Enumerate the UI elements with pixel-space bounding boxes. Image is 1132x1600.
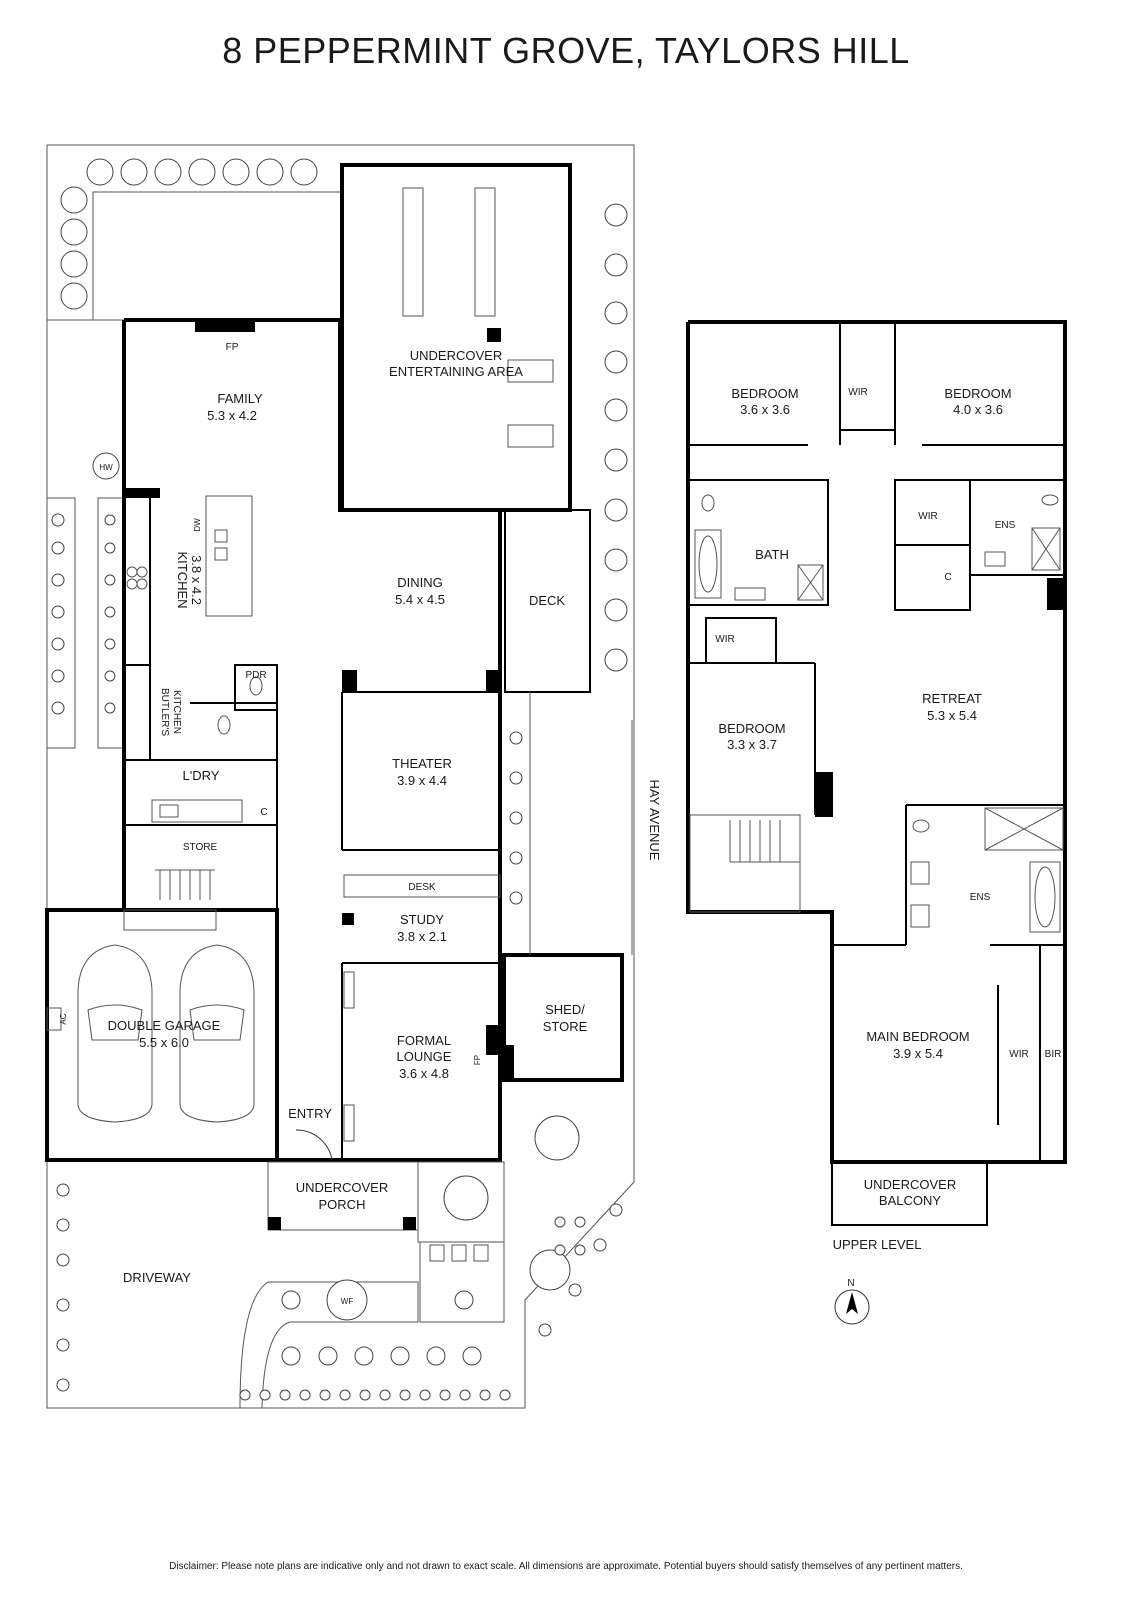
entry-label: ENTRY: [288, 1106, 332, 1121]
ens2-label: ENS: [970, 892, 991, 903]
car-outline-2: [179, 944, 255, 1123]
family-size: 5.3 x 4.2: [207, 408, 257, 423]
undercover-entertaining-area: [340, 163, 572, 512]
garage-name: DOUBLE GARAGE: [108, 1018, 221, 1033]
hot-water-unit: [92, 452, 120, 480]
page-title: 8 PEPPERMINT GROVE, TAYLORS HILL: [222, 30, 910, 71]
wir1-label: WIR: [848, 387, 867, 398]
study-name: STUDY: [400, 912, 444, 927]
ens1-label: ENS: [995, 520, 1016, 531]
bedroom2-name: BEDROOM: [944, 386, 1011, 401]
driveway-label: DRIVEWAY: [123, 1270, 191, 1285]
ac-label: AC: [59, 1013, 68, 1024]
hay-avenue-label: HAY AVENUE: [647, 780, 662, 861]
pdr-label: PDR: [245, 670, 266, 681]
disclaimer: Disclaimer: Please note plans are indica…: [169, 1561, 963, 1572]
dw-label: DW: [193, 518, 202, 532]
main-bedroom-name: MAIN BEDROOM: [866, 1029, 969, 1044]
front-garden-shrubs: [56, 1183, 623, 1401]
lounge-name-2: LOUNGE: [397, 1049, 452, 1064]
kitchen-name: KITCHEN: [175, 551, 190, 608]
deck: [504, 509, 591, 693]
left-bed-shrubs: [51, 513, 65, 715]
water-feature: [326, 1279, 368, 1321]
upper-stairs: [729, 820, 800, 863]
fireplace-label: FP: [226, 342, 239, 353]
entertaining-label-1: UNDERCOVER: [410, 348, 502, 363]
desk-label: DESK: [408, 882, 436, 893]
bath-label: BATH: [755, 547, 789, 562]
theater-name: THEATER: [392, 756, 452, 771]
undercover-balcony: [831, 1161, 988, 1226]
ground-level-plan: UNDERCOVER ENTERTAINING AREA FP FAMILY 5…: [45, 144, 662, 1409]
side-path-shrubs: [509, 731, 523, 905]
hedge-trees: [60, 158, 628, 672]
porch-label-1: UNDERCOVER: [296, 1180, 388, 1195]
bir-label: BIR: [1045, 1049, 1062, 1060]
balcony-label-2: BALCONY: [879, 1193, 941, 1208]
deck-label: DECK: [529, 593, 565, 608]
cupboard-label: C: [260, 807, 267, 818]
laundry-label: L'DRY: [183, 768, 220, 783]
lawn-area: [92, 191, 344, 321]
wir2-label: WIR: [918, 511, 937, 522]
c-label: C: [944, 572, 951, 583]
car-outline-1: [77, 944, 153, 1123]
bedroom3-name: BEDROOM: [718, 721, 785, 736]
wir4-label: WIR: [1009, 1049, 1028, 1060]
butlers-label-1: BUTLER'S: [159, 688, 170, 736]
undercover-porch: [267, 1161, 419, 1231]
kitchen-size: 3.8 x 4.2: [189, 555, 204, 605]
study-size: 3.8 x 2.1: [397, 929, 447, 944]
balcony-label-1: UNDERCOVER: [864, 1177, 956, 1192]
dining-size: 5.4 x 4.5: [395, 592, 445, 607]
shed-label-2: STORE: [543, 1019, 588, 1034]
kitchen-island: [205, 495, 253, 617]
hw-label: HW: [99, 463, 113, 472]
bedroom1-size: 3.6 x 3.6: [740, 402, 790, 417]
shed-label-1: SHED/: [545, 1002, 585, 1017]
entertaining-label-2: ENTERTAINING AREA: [389, 364, 523, 379]
bedroom3-size: 3.3 x 3.7: [727, 737, 777, 752]
shed-store: [502, 953, 624, 1082]
wir3-label: WIR: [715, 634, 734, 645]
site-boundary: [46, 144, 635, 1409]
ground-stairs: [155, 869, 215, 900]
retreat-name: RETREAT: [922, 691, 982, 706]
porch-label-2: PORCH: [319, 1197, 366, 1212]
bedroom1-name: BEDROOM: [731, 386, 798, 401]
main-bedroom-size: 3.9 x 5.4: [893, 1046, 943, 1061]
wf-label: WF: [341, 1297, 354, 1306]
family-name: FAMILY: [217, 391, 263, 406]
lounge-name: FORMAL: [397, 1033, 451, 1048]
lounge-size: 3.6 x 4.8: [399, 1066, 449, 1081]
compass-n: N: [847, 1278, 854, 1289]
north-compass: N: [834, 1278, 870, 1325]
dining-name: DINING: [397, 575, 443, 590]
theater-size: 3.9 x 4.4: [397, 773, 447, 788]
store-label: STORE: [183, 842, 218, 853]
upper-level-label: UPPER LEVEL: [833, 1237, 922, 1252]
bedroom2-size: 4.0 x 3.6: [953, 402, 1003, 417]
fp2-label: FP: [473, 1055, 482, 1065]
retreat-size: 5.3 x 5.4: [927, 708, 977, 723]
garage-size: 5.5 x 6.0: [139, 1035, 189, 1050]
upper-level-plan: BEDROOM 3.6 x 3.6 WIR BEDROOM 4.0 x 3.6 …: [686, 320, 1067, 1252]
butlers-label-2: KITCHEN: [171, 690, 182, 734]
